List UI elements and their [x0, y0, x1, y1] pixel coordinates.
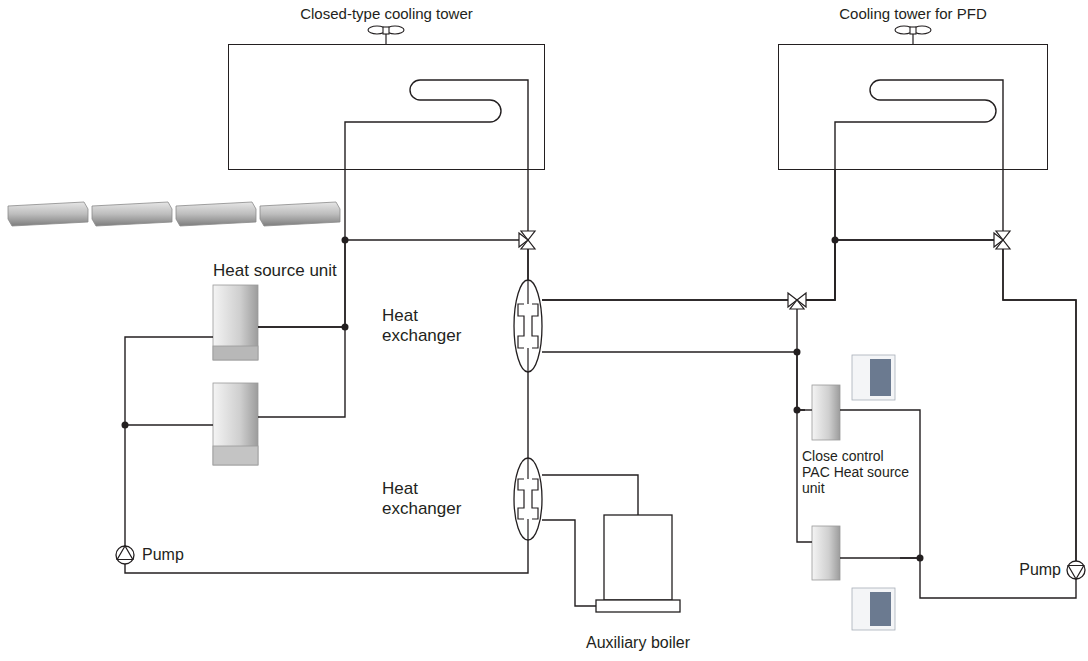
pipe-connector	[542, 170, 835, 300]
node-label: Pump	[142, 546, 184, 564]
connectors	[125, 170, 1076, 606]
boiler-base	[596, 600, 680, 612]
pac-indoor-icon	[852, 355, 895, 400]
junction-dot	[832, 237, 839, 244]
pump-triangle	[117, 546, 133, 560]
pump-symbol	[1067, 561, 1085, 579]
pipe	[805, 409, 812, 410]
three-way-valve	[994, 231, 1010, 249]
pipe-connector	[125, 337, 213, 546]
node-label: Heat source unit	[213, 261, 337, 281]
node-label: Heat exchanger	[382, 479, 474, 518]
pipe-connector	[900, 558, 1076, 598]
pac-indoor-icon	[852, 588, 895, 630]
pipe	[125, 424, 213, 425]
heat-exchanger-symbol	[514, 458, 542, 540]
pac-unit	[812, 526, 840, 580]
cooling-tower: Cooling tower for PFD	[778, 44, 1048, 170]
node-label: Pump	[1019, 561, 1061, 579]
pipe	[840, 410, 920, 558]
symbols	[116, 231, 1085, 612]
pipe-connector	[542, 520, 596, 606]
tower-coil	[345, 80, 528, 170]
three-way-valve	[519, 231, 535, 249]
fan-shaft	[912, 34, 913, 44]
pipe-connector	[542, 240, 1076, 561]
branch-pipes	[125, 240, 1003, 558]
cooling-tower: Closed-type cooling tower	[228, 44, 545, 170]
pipe-connector	[1003, 170, 1076, 561]
pipe-connector	[797, 170, 835, 410]
boiler-body	[604, 515, 672, 600]
pipe-connector	[527, 170, 528, 280]
cabinet-base	[213, 346, 258, 360]
pac-unit	[812, 385, 840, 440]
pipe-connector	[542, 352, 805, 410]
indoor-unit	[176, 202, 256, 226]
tower-coil	[835, 80, 1003, 170]
indoor-unit	[8, 202, 88, 226]
pump-symbol	[116, 546, 134, 564]
junction-dot	[342, 237, 349, 244]
pump-triangle	[1068, 566, 1084, 580]
pipe-connector	[125, 540, 528, 573]
exchanger-plates	[518, 280, 538, 372]
junction-dot	[122, 422, 129, 429]
indoor-unit	[260, 202, 340, 226]
valve-port	[790, 300, 804, 309]
pipe-connector	[258, 170, 345, 327]
fan-hub	[910, 27, 916, 34]
node-label: Closed-type cooling tower	[229, 5, 544, 22]
three-way-valve	[788, 293, 806, 309]
node-label: Cooling tower for PFD	[779, 5, 1047, 22]
pipe	[258, 327, 345, 417]
junction-dot	[342, 324, 349, 331]
pump: Pump	[116, 546, 134, 564]
junction-dot	[794, 349, 801, 356]
heat-source-unit: Heat source unit	[213, 285, 258, 465]
valve-port	[519, 233, 528, 247]
heat-exchanger: Heat exchanger	[514, 280, 542, 372]
junction-dot	[794, 407, 801, 414]
junction-dot	[917, 555, 924, 562]
valve-port	[994, 233, 1003, 247]
junction-dots	[122, 237, 924, 562]
pac-panel	[870, 359, 891, 396]
heat-source-cabinet	[213, 285, 258, 360]
node-label: Close control PAC Heat source unit	[802, 448, 914, 496]
auxiliary-boiler: Auxiliary boiler	[596, 515, 680, 612]
heat-source-cabinet	[213, 383, 258, 465]
fan-shaft	[385, 34, 386, 44]
heat-exchanger-symbol	[514, 280, 542, 372]
cabinet-base	[213, 446, 258, 465]
indoor-unit	[92, 202, 172, 226]
node-label: Heat exchanger	[382, 306, 474, 345]
pipe-connector	[542, 475, 638, 515]
layout-drawing	[8, 26, 1003, 630]
node-label: Auxiliary boiler	[586, 634, 690, 652]
pump: Pump	[1067, 561, 1085, 579]
exchanger-plates	[518, 458, 538, 540]
pac-panel	[870, 592, 891, 626]
heat-exchanger: Heat exchanger	[514, 458, 542, 540]
pac-unit-group: Close control PAC Heat source unit	[805, 355, 900, 632]
fan-hub	[383, 27, 389, 34]
pipe-connector	[527, 372, 528, 458]
